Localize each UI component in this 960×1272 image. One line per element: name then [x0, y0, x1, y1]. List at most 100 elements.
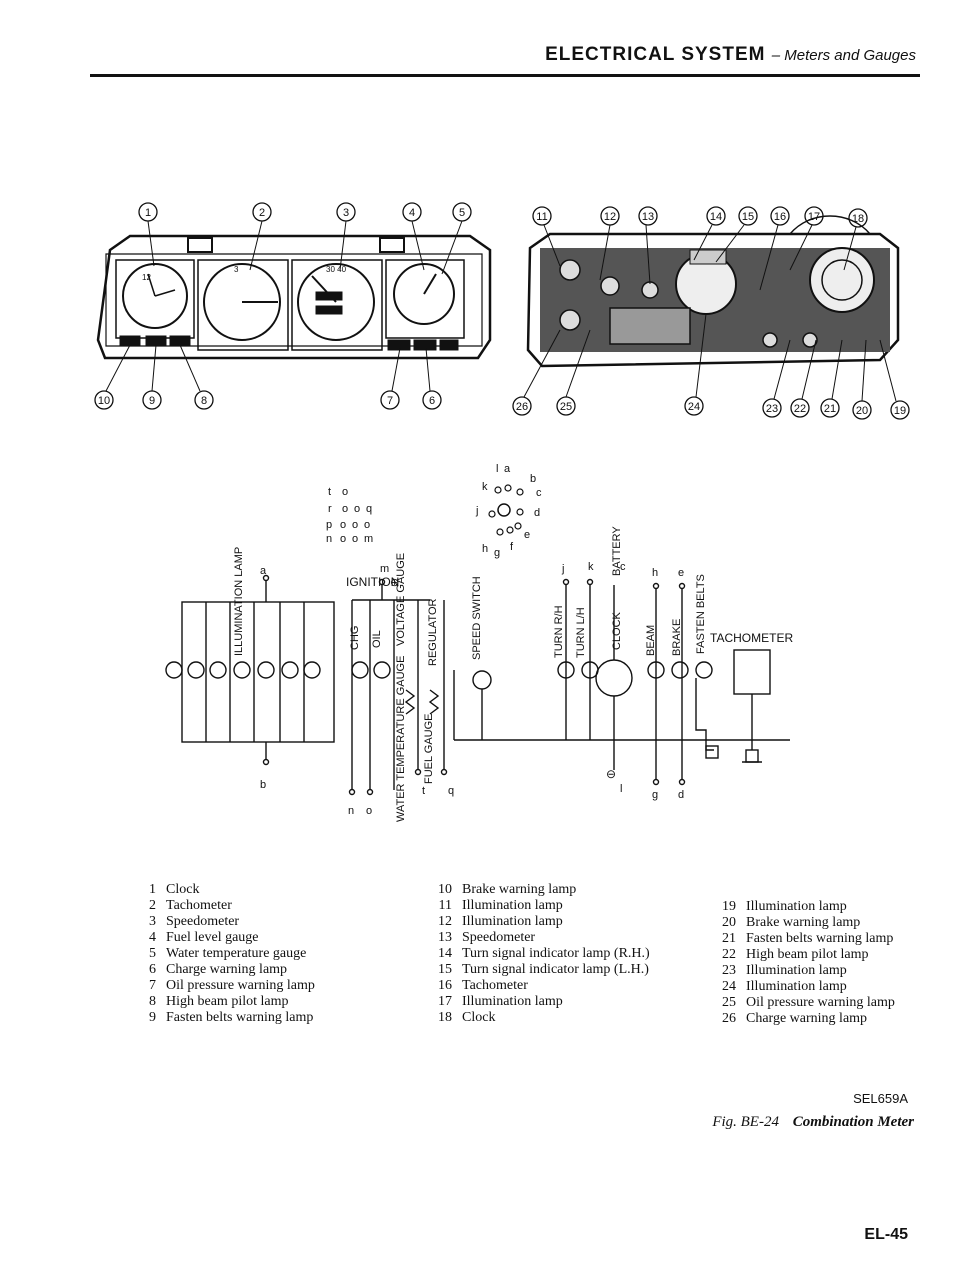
- callout-7: 7: [387, 395, 393, 407]
- svg-text:k: k: [482, 481, 488, 493]
- svg-text:o: o: [352, 519, 358, 531]
- meter-front-view: 12 3 30 40: [96, 234, 492, 360]
- terminal-l: l: [620, 783, 622, 795]
- terminal-e: e: [678, 567, 684, 579]
- svg-text:o: o: [364, 519, 370, 531]
- connector-left: t o r o o q p o o o n o o m: [326, 486, 373, 545]
- callout-6: 6: [429, 395, 435, 407]
- section-subtitle: – Meters and Gauges: [771, 47, 916, 64]
- front-callouts: 1 2 3 4 5 10 9 8 7 6: [94, 202, 472, 410]
- callout-16: 16: [774, 211, 786, 223]
- terminal-j: j: [561, 563, 564, 575]
- callout-19: 19: [894, 405, 906, 417]
- terminal-m: m: [380, 563, 389, 575]
- svg-text:b: b: [530, 473, 536, 485]
- back-callouts: 11 12 13 14 15 16 17 18 26 25 24 23 22 2…: [512, 206, 910, 420]
- svg-text:m: m: [364, 533, 373, 545]
- figure-reference-code: SEL659A: [853, 1091, 908, 1106]
- combination-meter-figure: 12 3 30 40 1 2 3 4 5 1: [90, 190, 920, 830]
- svg-text:o: o: [340, 533, 346, 545]
- callout-17: 17: [808, 211, 820, 223]
- terminal-t: t: [422, 785, 425, 797]
- svg-text:p: p: [326, 519, 332, 531]
- figure-number: Fig. BE-24: [712, 1114, 779, 1130]
- callout-5: 5: [459, 207, 465, 219]
- svg-text:o: o: [340, 519, 346, 531]
- svg-text:q: q: [366, 503, 372, 515]
- terminal-h: h: [652, 567, 658, 579]
- callout-4: 4: [409, 207, 415, 219]
- svg-text:t: t: [328, 486, 331, 498]
- callout-21: 21: [824, 403, 836, 415]
- illumination-lamp-symbols: [165, 661, 321, 679]
- callout-18: 18: [852, 213, 864, 225]
- svg-text:⊖: ⊖: [606, 767, 616, 781]
- callout-1: 1: [145, 207, 151, 219]
- label-fuel-gauge: FUEL GAUGE: [423, 714, 435, 785]
- callout-14: 14: [710, 211, 722, 223]
- callout-12: 12: [604, 211, 616, 223]
- callout-3: 3: [343, 207, 349, 219]
- callout-24: 24: [688, 401, 700, 413]
- terminal-k: k: [588, 561, 594, 573]
- label-turn-rh: TURN R/H: [553, 605, 565, 658]
- callout-23: 23: [766, 403, 778, 415]
- figure-title: Combination Meter: [792, 1114, 914, 1130]
- callout-22: 22: [794, 403, 806, 415]
- svg-text:o: o: [354, 503, 360, 515]
- label-brake: BRAKE: [671, 619, 683, 656]
- svg-text:l: l: [496, 463, 498, 475]
- label-turn-lh: TURN L/H: [575, 607, 587, 658]
- terminal-b: b: [260, 779, 266, 791]
- svg-text:n: n: [326, 533, 332, 545]
- callout-8: 8: [201, 395, 207, 407]
- callout-13: 13: [642, 211, 654, 223]
- terminal-n: n: [348, 805, 354, 817]
- label-fasten-belts: FASTEN BELTS: [695, 574, 707, 654]
- svg-text:o: o: [352, 533, 358, 545]
- label-water-temperature-gauge: WATER TEMPERATURE GAUGE: [395, 656, 407, 822]
- label-beam: BEAM: [645, 625, 657, 656]
- svg-text:o: o: [342, 486, 348, 498]
- svg-text:⊕: ⊕: [390, 577, 399, 589]
- label-voltage-gauge: VOLTAGE GAUGE: [395, 553, 407, 646]
- svg-text:o: o: [342, 503, 348, 515]
- svg-text:f: f: [510, 541, 514, 553]
- callout-10: 10: [98, 395, 110, 407]
- meter-back-view: [526, 215, 900, 368]
- terminal-d: d: [678, 789, 684, 801]
- terminal-q: q: [448, 785, 454, 797]
- label-illumination-lamp: ILLUMINATION LAMP: [233, 547, 245, 656]
- page-header: ELECTRICAL SYSTEM – Meters and Gauges: [90, 38, 920, 77]
- terminal-c: c: [620, 561, 626, 573]
- svg-text:g: g: [494, 547, 500, 559]
- callout-26: 26: [516, 401, 528, 413]
- svg-text:e: e: [524, 529, 530, 541]
- label-clock: CLOCK: [611, 611, 623, 650]
- callout-11: 11: [536, 211, 547, 223]
